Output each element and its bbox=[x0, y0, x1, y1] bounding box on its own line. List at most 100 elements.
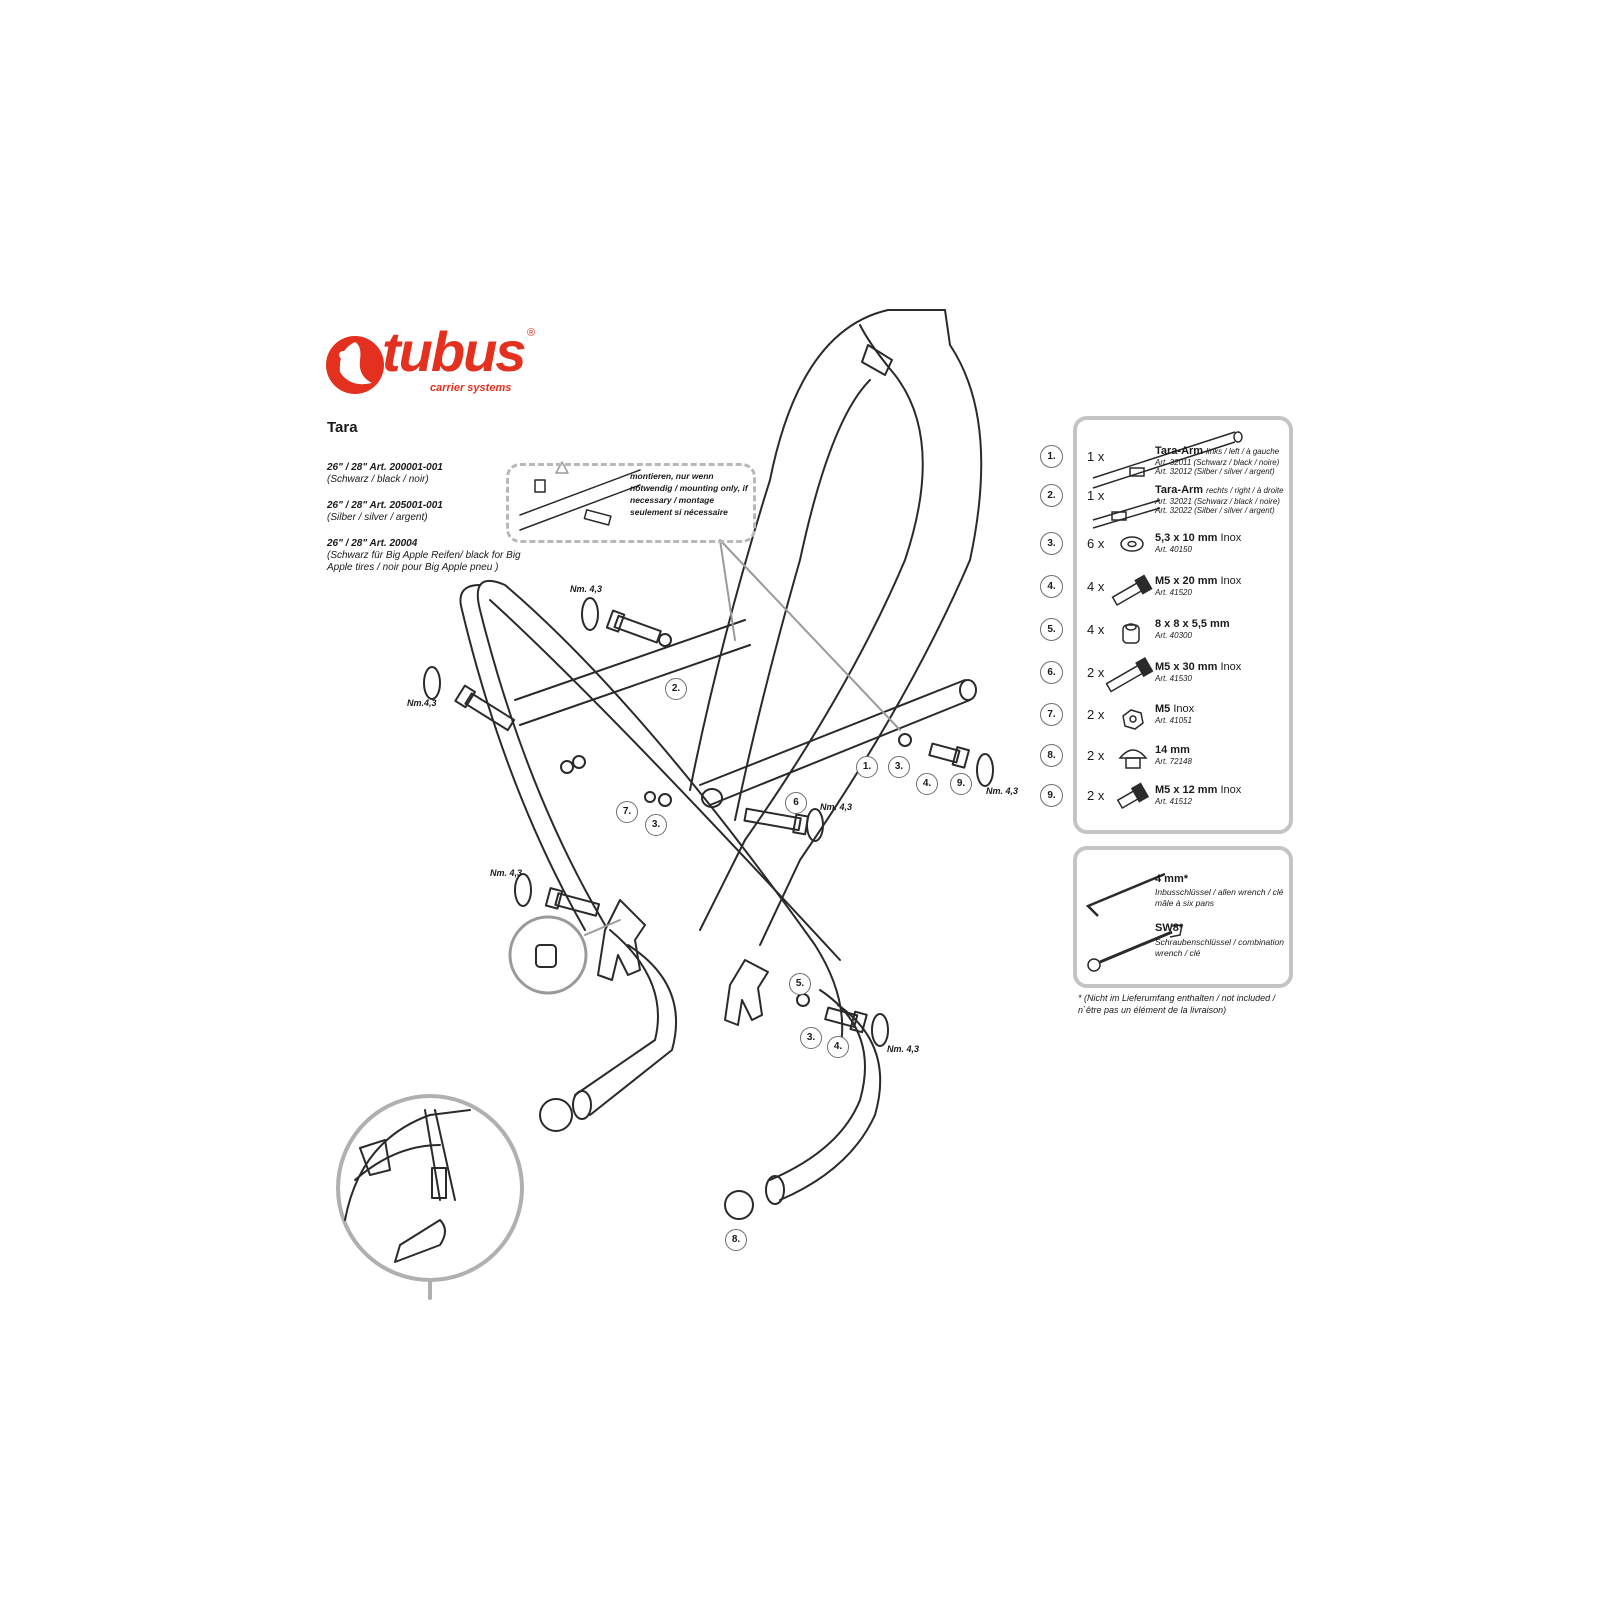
bolt-left bbox=[454, 684, 516, 732]
left-lower-tube bbox=[574, 929, 677, 1116]
callout-9: 9. bbox=[950, 773, 972, 795]
variant-2: 26" / 28" Art. 205001-001 (Silber / silv… bbox=[327, 500, 527, 524]
callout-6: 6 bbox=[785, 792, 807, 814]
torque-label: Nm. 4,3 bbox=[887, 1044, 920, 1054]
part-row-1: 1. 1 x Tara-Arm links / left / à gauche … bbox=[1040, 443, 1290, 483]
optional-mount-note-box bbox=[506, 463, 756, 543]
left-dropout bbox=[597, 899, 646, 981]
callout-3-left: 3. bbox=[645, 814, 667, 836]
variant-art: 26" / 28" Art. 200001-001 bbox=[327, 462, 443, 473]
part-article: Art. 40300 bbox=[1155, 631, 1192, 640]
left-end-cap bbox=[539, 1098, 573, 1132]
callout-4-lower: 4. bbox=[827, 1036, 849, 1058]
callout-3-lower: 3. bbox=[800, 1027, 822, 1049]
callout-3-right: 3. bbox=[888, 756, 910, 778]
part-number: 4. bbox=[1040, 575, 1063, 598]
part-name: M5 Inox bbox=[1155, 703, 1195, 715]
part-article: Art. 32021 (Schwarz / black / noire)Art.… bbox=[1155, 497, 1280, 515]
callout-2: 2. bbox=[665, 678, 687, 700]
torque-label: Nm. 4,3 bbox=[490, 868, 523, 878]
variant-1: 26" / 28" Art. 200001-001 (Schwarz / bla… bbox=[327, 462, 527, 486]
part-qty: 6 x bbox=[1087, 536, 1105, 551]
tool-name-wrench: SW8* bbox=[1155, 922, 1184, 934]
washer-icon bbox=[1120, 536, 1144, 552]
parts-list-box bbox=[1073, 416, 1293, 834]
part-number: 5. bbox=[1040, 618, 1063, 641]
bolt-right bbox=[928, 742, 970, 769]
part-number: 1. bbox=[1040, 445, 1063, 468]
tubus-logo-mark bbox=[326, 336, 384, 394]
part-name: 8 x 8 x 5,5 mm bbox=[1155, 618, 1230, 630]
part-qty: 1 x bbox=[1087, 488, 1105, 503]
part-article: Art. 32011 (Schwarz / black / noire)Art.… bbox=[1155, 458, 1280, 476]
allen-key-icon bbox=[1085, 872, 1166, 917]
fork-right-blade bbox=[734, 379, 871, 821]
tool-desc-wrench: Schraubenschlüssel / combination wrench … bbox=[1155, 937, 1284, 958]
part-row-4: 4. 4 x M5 x 20 mm Inox Art. 41520 bbox=[1040, 573, 1290, 613]
part-name: Tara-Arm rechts / right / à droite bbox=[1155, 484, 1284, 496]
part-row-3: 3. 6 x 5,3 x 10 mm Inox Art. 40150 bbox=[1040, 530, 1290, 570]
torque-label: Nm. 4,3 bbox=[986, 786, 1019, 796]
part-number: 9. bbox=[1040, 784, 1063, 807]
optional-mount-note: montieren, nur wenn notwendig / mounting… bbox=[630, 471, 748, 517]
tools-box bbox=[1073, 846, 1293, 988]
part-name: M5 x 30 mm Inox bbox=[1155, 661, 1242, 673]
right-lower-tube bbox=[769, 989, 882, 1201]
callout-8: 8. bbox=[725, 1229, 747, 1251]
tool-desc-allen: Inbusschlüssel / allen wrench / clé mâle… bbox=[1155, 887, 1284, 908]
part-qty: 1 x bbox=[1087, 449, 1105, 464]
part-row-5: 5. 4 x 8 x 8 x 5,5 mm Art. 40300 bbox=[1040, 616, 1290, 656]
variant-desc: (Silber / silver / argent) bbox=[327, 512, 428, 523]
brand-tagline: carrier systems bbox=[430, 382, 512, 394]
part-row-9: 9. 2 x M5 x 12 mm Inox Art. 41512 bbox=[1040, 782, 1290, 822]
variant-3: 26" / 28" Art. 20004 (Schwarz für Big Ap… bbox=[327, 538, 532, 574]
arch-tube-outer bbox=[476, 580, 844, 1051]
long-bolt-icon bbox=[1105, 657, 1154, 693]
part-number: 3. bbox=[1040, 532, 1063, 555]
end-cap-icon bbox=[1118, 749, 1148, 769]
rack-upper-bar bbox=[514, 619, 751, 726]
part-row-6: 6. 2 x M5 x 30 mm Inox Art. 41530 bbox=[1040, 659, 1290, 699]
fork-left-blade bbox=[689, 309, 889, 791]
spacer-icon bbox=[1122, 623, 1140, 644]
product-title: Tara bbox=[327, 419, 358, 436]
part-qty: 2 x bbox=[1087, 707, 1105, 722]
part-article: Art. 41520 bbox=[1155, 588, 1192, 597]
part-article: Art. 41530 bbox=[1155, 674, 1192, 683]
variant-art: 26" / 28" Art. 205001-001 bbox=[327, 500, 443, 511]
part-name: 14 mm bbox=[1155, 744, 1190, 756]
short-bolt-icon bbox=[1116, 782, 1150, 809]
callout-5: 5. bbox=[789, 973, 811, 995]
torque-label: Nm. 4,3 bbox=[820, 802, 853, 812]
tara-arm-left-icon bbox=[1092, 431, 1243, 489]
crown-plate bbox=[861, 344, 893, 376]
not-included-footnote: * (Nicht im Lieferumfang enthalten / not… bbox=[1078, 993, 1276, 1015]
torque-label: Nm. 4,3 bbox=[570, 584, 603, 594]
bolt-top-left bbox=[605, 609, 662, 644]
callout-7: 7. bbox=[616, 801, 638, 823]
bolt-lower-left bbox=[544, 887, 601, 917]
torque-label: Nm.4,3 bbox=[407, 698, 437, 708]
part-name: 5,3 x 10 mm Inox bbox=[1155, 532, 1242, 544]
part-name: Tara-Arm links / left / à gauche bbox=[1155, 445, 1280, 457]
right-dropout bbox=[724, 959, 769, 1026]
bolt-lower-right bbox=[824, 1006, 868, 1034]
callout-4-right: 4. bbox=[916, 773, 938, 795]
variant-art: 26" / 28" Art. 20004 bbox=[327, 538, 418, 549]
part-qty: 4 x bbox=[1087, 579, 1105, 594]
part-row-8: 8. 2 x 14 mm Art. 72148 bbox=[1040, 742, 1290, 782]
part-qty: 4 x bbox=[1087, 622, 1105, 637]
rack-front-bar bbox=[699, 679, 971, 806]
part-qty: 2 x bbox=[1087, 748, 1105, 763]
spacer-detail bbox=[508, 915, 588, 995]
variant-desc: (Schwarz für Big Apple Reifen/ black for… bbox=[327, 550, 521, 573]
part-number: 7. bbox=[1040, 703, 1063, 726]
brand-name: tubus bbox=[382, 320, 526, 383]
part-article: Art. 72148 bbox=[1155, 757, 1192, 766]
fork-outline bbox=[759, 309, 983, 946]
part-number: 6. bbox=[1040, 661, 1063, 684]
combination-wrench-icon bbox=[1087, 924, 1183, 972]
callout-1: 1. bbox=[856, 756, 878, 778]
nut-icon bbox=[1122, 709, 1144, 730]
